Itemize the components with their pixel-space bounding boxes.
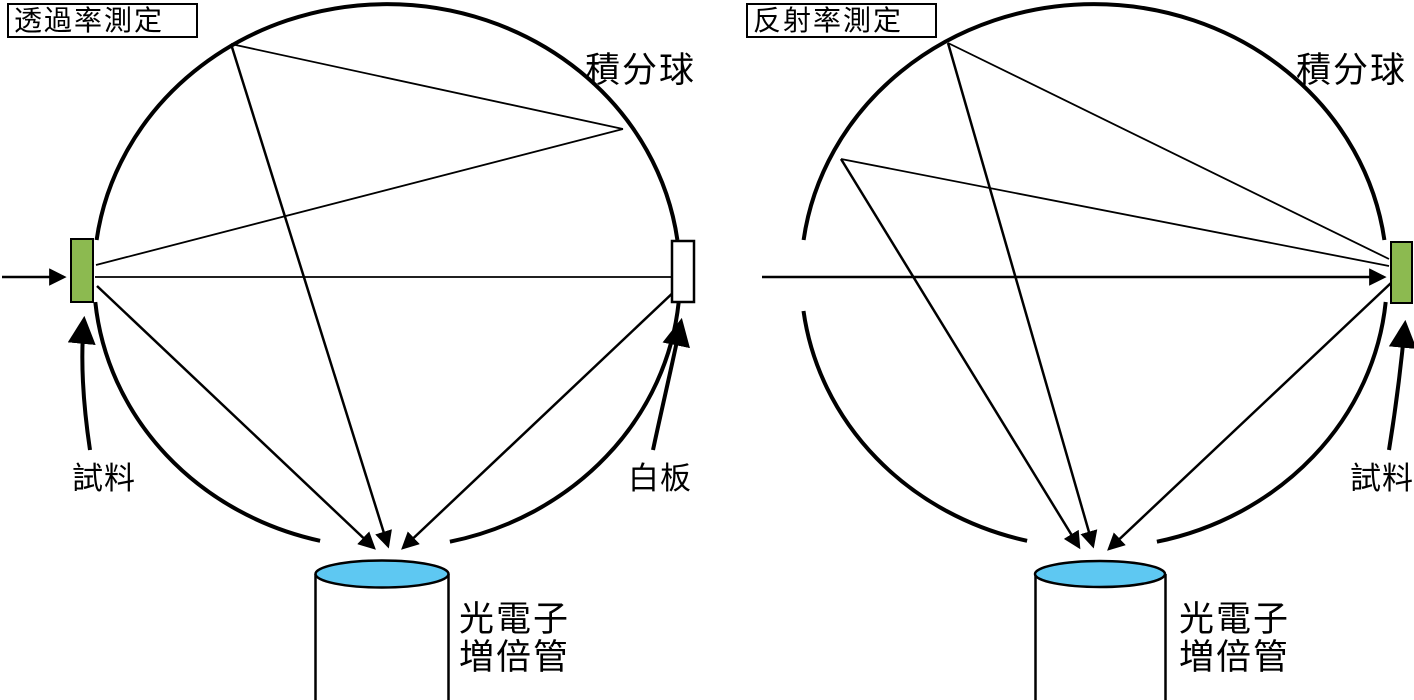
ray-wall-to-detector-arrow [229, 43, 392, 549]
detector-window [1033, 559, 1167, 589]
sample-rect [71, 239, 93, 302]
sample-label: 試料 [72, 461, 136, 496]
photomultiplier-label-line2: 増倍管 [1179, 638, 1290, 677]
ray-sample-to-detector-arrow [1107, 282, 1392, 551]
ray-whiteboard-to-detector-arrow [401, 287, 679, 550]
detector-window [314, 559, 450, 589]
integrating-sphere-arc-upper [801, 2, 1387, 241]
panel-title-box [7, 3, 198, 38]
photomultiplier-label-line2: 増倍管 [459, 638, 570, 677]
sample-label: 試料 [1350, 461, 1414, 496]
integrating-sphere-arc-lower-right [449, 301, 681, 544]
ray-upper-wall-to-detector-arrow [946, 42, 1098, 549]
integrating-sphere-arc-lower-right [1156, 301, 1388, 544]
panel-title: 透過率測定 [14, 5, 164, 36]
panel-title-box [746, 3, 937, 38]
white-board-label: 白板 [628, 461, 692, 496]
integrating-sphere-arc-upper [94, 2, 680, 241]
cylinder-body [317, 574, 447, 700]
white-board-rect [670, 239, 696, 304]
ray-sample-to-wall [95, 128, 624, 266]
ray-wall-to-wall [230, 43, 624, 130]
sample-pointer-arrow [1387, 319, 1414, 451]
ray-sample-to-detector-arrow [96, 285, 376, 550]
photomultiplier-label-line1: 光電子 [1179, 600, 1290, 639]
cylinder-body [1037, 574, 1164, 700]
integrating-sphere-label: 積分球 [585, 51, 696, 90]
sample-pointer-arrow [67, 315, 96, 451]
transmittance-panel: 透過率測定 積分球 試料 白板 光電子 増倍管 [2, 2, 696, 700]
integrating-sphere-arc-lower-left [801, 310, 1028, 543]
integrating-sphere-arc-lower-left [93, 301, 321, 543]
photomultiplier-cylinder [1033, 559, 1167, 700]
panel-title: 反射率測定 [753, 5, 903, 36]
ray-left-wall-to-detector-arrow [839, 158, 1081, 550]
whiteboard-pointer-arrow [651, 317, 690, 451]
ray-sample-to-upper-wall [947, 42, 1390, 260]
photomultiplier-cylinder [314, 559, 450, 700]
sample-rect-border [1390, 241, 1413, 304]
integrating-sphere-label: 積分球 [1296, 51, 1407, 90]
sample-rect [1391, 242, 1412, 303]
photomultiplier-label-line1: 光電子 [459, 600, 570, 639]
ray-sample-to-left-wall [840, 158, 1390, 267]
reflectance-panel: 反射率測定 積分球 試料 光電子 増倍管 [746, 2, 1414, 700]
sample-rect-border [70, 238, 94, 303]
